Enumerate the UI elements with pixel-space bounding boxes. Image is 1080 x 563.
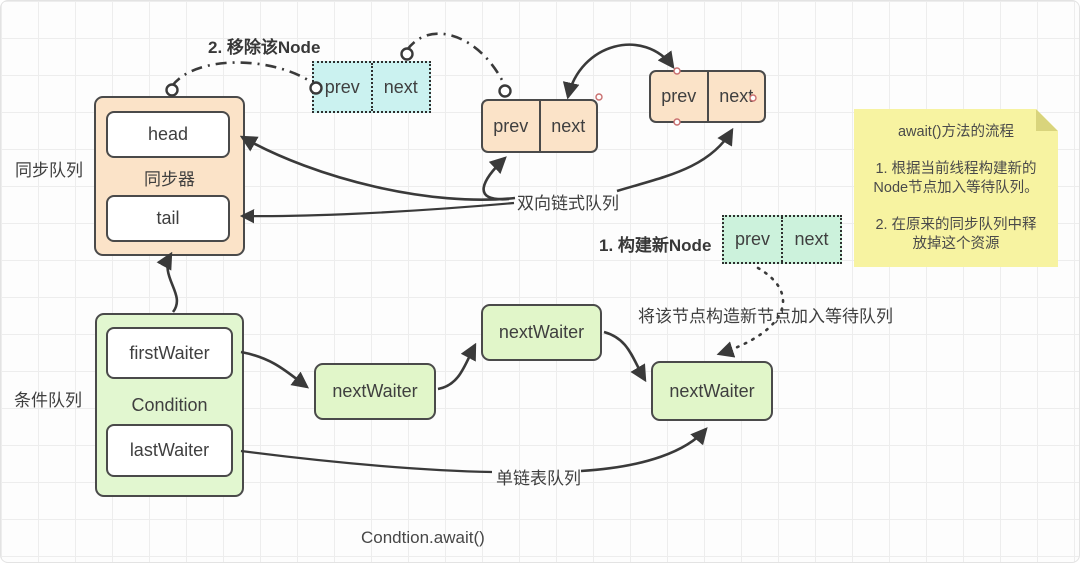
note-item-2: 2. 在原来的同步队列中释 放掉这个资源 <box>875 217 1037 252</box>
connection-point-icon <box>400 47 414 61</box>
note-item-1: 1. 根据当前线程构建新的 Node节点加入等待队列。 <box>873 161 1039 196</box>
new-node-prev-cell: prev <box>734 229 770 249</box>
synchronizer-title: 同步器 <box>144 170 195 189</box>
condition-title: Condition <box>131 395 208 415</box>
arrow-waiter1-to-waiter2 <box>437 342 477 391</box>
condition-queue-label[interactable]: 条件队列 <box>14 391 82 410</box>
condition-container[interactable]: firstWaiter Condition lastWaiter <box>95 313 244 497</box>
tail-field[interactable]: tail <box>106 195 230 242</box>
arrow-waiter2-to-waiter3 <box>603 330 647 383</box>
arrow-label-to-waiter3 <box>580 427 708 473</box>
doubly-node-2-prev-cell: prev <box>661 86 697 106</box>
waiter-node-3-label: nextWaiter <box>669 380 755 401</box>
step-remove-node-label[interactable]: 2. 移除该Node <box>208 38 321 57</box>
arrow-to-doubly-node-1 <box>482 156 510 201</box>
anchor-handle-icon <box>595 93 603 101</box>
first-waiter-label: firstWaiter <box>129 342 210 363</box>
new-node-next-cell: next <box>781 217 840 262</box>
new-node-box[interactable]: prev next <box>722 215 842 264</box>
doubly-node-1-next-cell: next <box>538 101 597 151</box>
connection-point-icon <box>165 83 179 97</box>
doubly-node-1-prev-cell: prev <box>493 115 529 136</box>
doubly-node-2[interactable]: prev next <box>649 70 766 123</box>
sticky-note[interactable]: await()方法的流程 1. 根据当前线程构建新的 Node节点加入等待队列。… <box>854 109 1058 267</box>
last-waiter-field[interactable]: lastWaiter <box>106 424 233 477</box>
waiter-node-1-label: nextWaiter <box>332 381 418 401</box>
waiter-node-2-label: nextWaiter <box>498 322 585 342</box>
line-lastwaiter-to-label <box>240 449 493 474</box>
removed-node-next-cell: next <box>370 63 430 111</box>
waiter-node-1[interactable]: nextWaiter <box>314 363 436 420</box>
synchronizer-container[interactable]: head 同步器 tail <box>94 96 245 256</box>
removed-node-prev-cell: prev <box>324 76 360 97</box>
head-field-label: head <box>147 124 189 144</box>
singly-linked-label[interactable]: 单链表队列 <box>496 469 581 488</box>
arrow-to-doubly-node-2 <box>616 127 734 193</box>
waiter-node-3[interactable]: nextWaiter <box>651 361 773 421</box>
last-waiter-label: lastWaiter <box>129 440 210 460</box>
doubly-linked-label[interactable]: 双向链式队列 <box>517 194 619 213</box>
note-title: await()方法的流程 <box>897 124 1014 140</box>
removed-node-box[interactable]: prev next <box>312 61 431 113</box>
first-waiter-field[interactable]: firstWaiter <box>106 327 233 379</box>
doubly-node-1[interactable]: prev next <box>481 99 598 153</box>
step-build-node-label[interactable]: 1. 构建新Node <box>599 236 712 255</box>
head-field[interactable]: head <box>106 111 230 158</box>
arrow-to-head <box>239 135 516 201</box>
arrow-to-tail <box>239 201 515 224</box>
bottom-caption[interactable]: Condtion.await() <box>361 528 485 547</box>
sync-queue-label[interactable]: 同步队列 <box>15 161 83 180</box>
tail-field-label: tail <box>156 208 180 228</box>
doubly-node-2-next-cell: next <box>706 72 765 121</box>
arrow-firstwaiter-to-waiter1 <box>240 350 310 389</box>
note-fold-corner-icon <box>1036 109 1058 131</box>
dashdot-connector-remove-1 <box>170 61 315 87</box>
join-wait-queue-label[interactable]: 将该节点构造新节点加入等待队列 <box>638 307 893 326</box>
waiter-node-2[interactable]: nextWaiter <box>481 304 602 361</box>
arrow-condition-to-sync <box>156 251 179 313</box>
connection-point-icon <box>498 84 512 98</box>
